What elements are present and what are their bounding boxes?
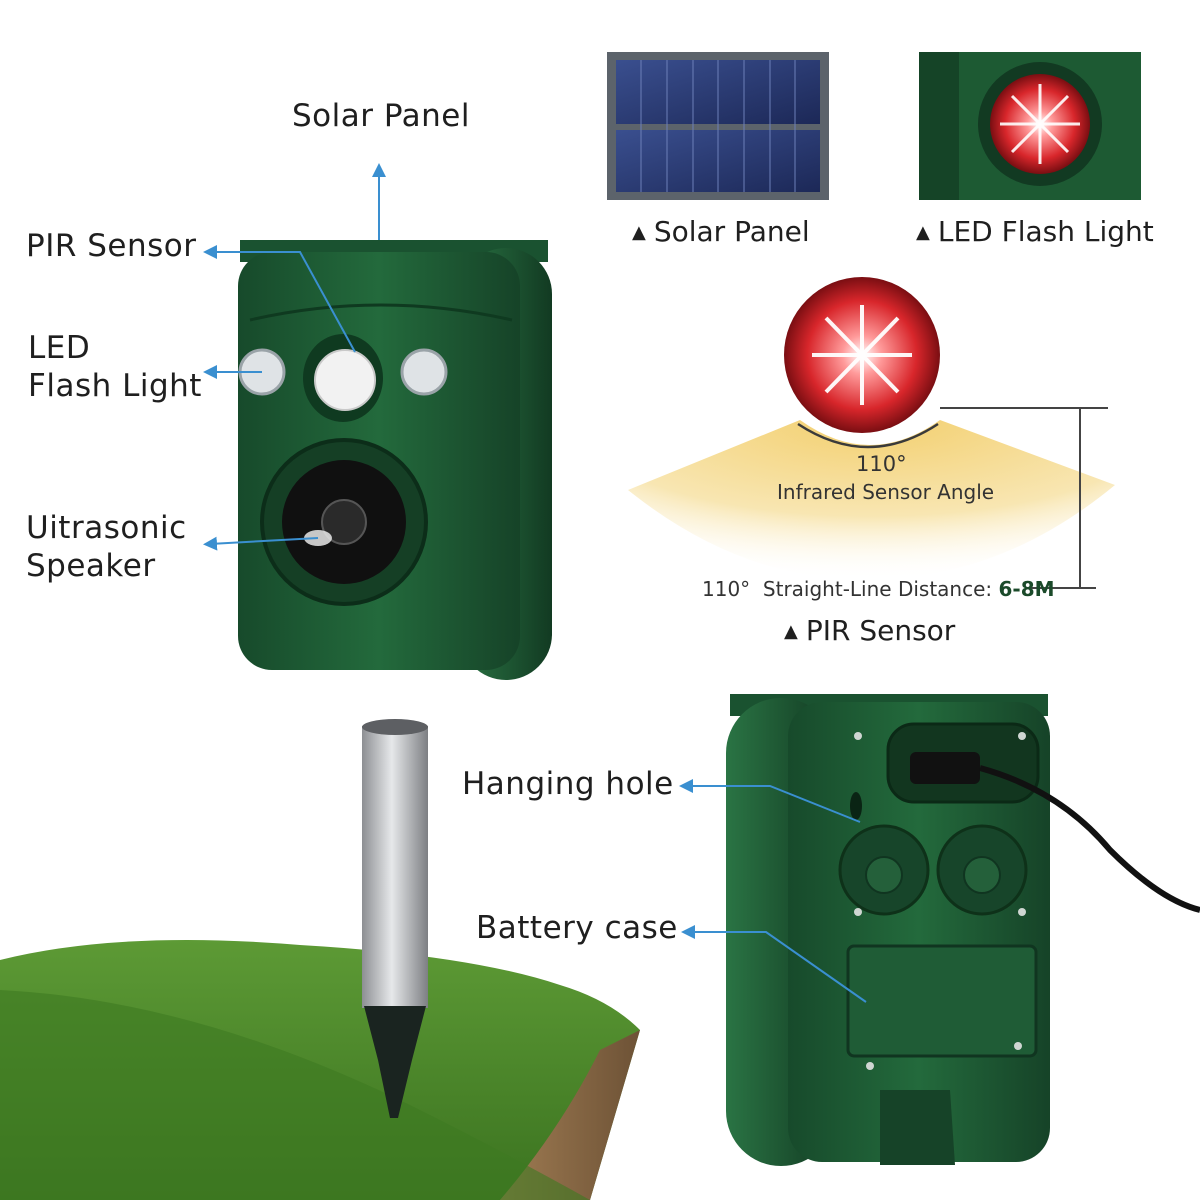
back-device xyxy=(726,694,1200,1166)
ground-stake xyxy=(0,719,640,1200)
led-flash-caption: ▲LED Flash Light xyxy=(916,215,1154,248)
pir-sensor-caption: ▲PIR Sensor xyxy=(784,614,956,647)
battery-case-icon xyxy=(846,944,1038,1058)
led-callout-line1: LED xyxy=(28,330,91,366)
pir-angle-diagram xyxy=(628,277,1115,589)
speaker-callout-line2: Speaker xyxy=(26,548,156,584)
up-triangle-icon: ▲ xyxy=(784,621,798,642)
up-triangle-icon: ▲ xyxy=(632,222,646,243)
battery-case-callout: Battery case xyxy=(476,910,678,946)
distance-angle: 110° xyxy=(702,577,751,601)
hanging-hole-icon xyxy=(850,792,862,820)
pir-dome-icon xyxy=(314,349,376,411)
led-flash-thumbnail xyxy=(919,52,1141,200)
led-callout-line2: Flash Light xyxy=(28,368,202,404)
sensor-angle-value: 110° xyxy=(856,452,907,476)
up-triangle-icon: ▲ xyxy=(916,222,930,243)
pir-sensor-callout: PIR Sensor xyxy=(26,228,197,264)
solar-panel-caption: ▲Solar Panel xyxy=(632,215,810,248)
front-device xyxy=(238,240,552,680)
sensitivity-knob-icon xyxy=(963,856,1001,894)
speaker-callout-line1: Uitrasonic xyxy=(26,510,187,546)
led-right-icon xyxy=(400,348,448,396)
hanging-hole-callout: Hanging hole xyxy=(462,766,674,802)
sensor-angle-label: Infrared Sensor Angle xyxy=(777,480,995,504)
distance-value: 6-8M xyxy=(998,577,1055,601)
distance-label: Straight-Line Distance: xyxy=(762,577,999,601)
distance-row: 110° Straight-Line Distance: 6-8M xyxy=(702,577,1055,601)
front-callouts xyxy=(203,163,386,551)
solar-panel-thumbnail xyxy=(607,52,829,200)
frequency-knob-icon xyxy=(865,856,903,894)
solar-panel-callout: Solar Panel xyxy=(292,98,470,134)
back-callouts xyxy=(679,779,867,1003)
